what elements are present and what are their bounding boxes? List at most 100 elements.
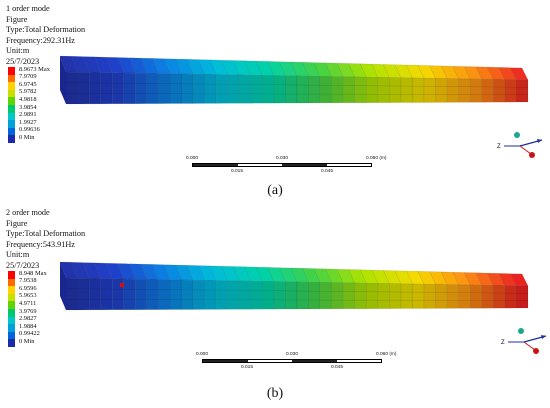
- legend-swatch: [8, 301, 15, 309]
- scale-label-015: 0.015: [241, 365, 254, 370]
- legend-label: 3.9854: [19, 103, 37, 111]
- axis-y-line: [519, 145, 532, 155]
- legend-label: 7.9538: [19, 277, 37, 285]
- legend-label: 0 Min: [19, 133, 35, 141]
- scale-label-015: 0.015: [231, 169, 244, 174]
- beam-front-face-segment: [446, 78, 459, 103]
- date-label: 25/7/2023: [6, 260, 40, 270]
- beam-mesh-line: [65, 299, 529, 301]
- beam-front-face-segment: [470, 284, 482, 309]
- beam-front-face-segment: [227, 280, 240, 310]
- beam-front-face-segment: [88, 72, 101, 105]
- legend-label: 6.9745: [19, 80, 37, 88]
- beam-front-face-segment: [423, 78, 436, 103]
- deformation-beam-contour: [60, 55, 529, 105]
- scale-label-0: 0.000: [186, 156, 199, 161]
- beam-front-face-segment: [516, 79, 529, 103]
- legend-row: 2.9891: [8, 111, 88, 121]
- beam-front-face-segment: [123, 72, 136, 104]
- mode-panel-a: 1 order mode Figure Type:Total Deformati…: [0, 0, 550, 178]
- legend-row: 6.9745: [8, 80, 88, 90]
- beam-front-face-segment: [65, 71, 78, 105]
- beam-front-face-segment: [354, 282, 367, 309]
- beam-front-face-segment: [250, 75, 263, 104]
- beam-front-face-segment: [319, 76, 332, 104]
- unit-label: Unit:m: [6, 250, 30, 260]
- beam-front-face-segment: [77, 278, 90, 311]
- scale-label-030: 0.030: [286, 352, 299, 357]
- beam-front-face-segment: [158, 279, 171, 310]
- beam-front-face-segment: [493, 285, 506, 309]
- figure-label: Figure: [6, 14, 28, 24]
- beam-front-face-segment: [285, 281, 298, 310]
- legend-row: 3.9769: [8, 308, 88, 317]
- legend-label: 2.9891: [19, 111, 37, 119]
- legend-swatch: [8, 271, 15, 279]
- beam-mesh-line: [65, 82, 529, 88]
- legend-label: 6.9596: [19, 284, 37, 292]
- legend-swatch: [8, 293, 15, 302]
- beam-front-face-segment: [481, 79, 494, 103]
- beam-front-face-segment: [227, 74, 240, 104]
- legend-label: 4.9711: [19, 299, 37, 307]
- legend-label: 4.9818: [19, 95, 37, 103]
- mode-title: 2 order mode: [6, 208, 50, 217]
- legend-label: 0.99636: [19, 126, 40, 134]
- frequency-value: Frequency:292.31Hz: [6, 35, 75, 45]
- beam-front-face-segment: [366, 283, 379, 309]
- scale-label-045: 0.045: [321, 169, 334, 174]
- beam-front-face-segment: [146, 73, 159, 104]
- legend-swatch: [8, 97, 15, 105]
- legend-row: 1.9927: [8, 119, 88, 128]
- axis-x-arrow: [541, 335, 546, 339]
- beam-front-face-segment: [377, 77, 390, 103]
- beam-front-face-segment: [308, 282, 321, 310]
- beam-front-face-segment: [192, 280, 205, 310]
- beam-front-face-segment: [435, 78, 448, 103]
- unit-label: Unit:m: [6, 46, 30, 56]
- beam-front-face-segment: [204, 74, 217, 104]
- beam-front-face-segment: [400, 77, 413, 103]
- beam-front-face-segment: [493, 79, 506, 103]
- beam-front-face-segment: [181, 279, 194, 310]
- beam-front-face-segment: [239, 280, 251, 310]
- scale-bar-graphic: [202, 359, 382, 363]
- legend-label: 8.9673 Max: [19, 65, 50, 73]
- beam-front-face-segment: [192, 74, 205, 104]
- beam-front-face-segment: [331, 76, 344, 104]
- legend-swatch: [8, 286, 15, 294]
- beam-front-face-segment: [400, 283, 413, 309]
- axis-y-line: [523, 341, 536, 351]
- beam-front-face-segment: [215, 280, 228, 310]
- beam-front-face-segment: [65, 277, 78, 311]
- figure-label: Figure: [6, 218, 28, 228]
- legend-label: 8.948 Max: [19, 269, 47, 277]
- legend-swatch: [8, 339, 15, 347]
- beam-front-face-segment: [181, 73, 194, 104]
- legend-row: 8.9673 Max: [8, 65, 88, 75]
- legend-row: 1.9884: [8, 322, 88, 332]
- beam-front-face-segment: [504, 79, 517, 103]
- legend-label: 1.9884: [19, 322, 37, 330]
- legend-swatch: [8, 127, 15, 136]
- beam-front-face-segment: [423, 284, 436, 309]
- beam-front-face-segment: [470, 78, 482, 103]
- beam-front-face-segment: [504, 285, 517, 309]
- legend-label: 7.9709: [19, 73, 37, 81]
- legend-row: 2.9827: [8, 315, 88, 325]
- legend-row: 7.9538: [8, 277, 88, 287]
- beam-front-face-segment: [135, 73, 147, 104]
- beam-front-face-segment: [458, 78, 471, 103]
- legend-row: 6.9596: [8, 284, 88, 294]
- result-type: Type:Total Deformation: [6, 25, 86, 35]
- coordinate-axis-triad: Z: [501, 328, 547, 354]
- beam-front-face-segment: [366, 77, 379, 103]
- legend-row: 0 Min: [8, 338, 88, 347]
- legend-row: 5.9653: [8, 292, 88, 302]
- legend-label: 2.9827: [19, 315, 37, 323]
- legend-label: 5.9653: [19, 292, 37, 300]
- axis-y-ball: [533, 348, 539, 354]
- scale-bar-graphic: [192, 163, 372, 167]
- legend-label: 0.99422: [19, 330, 40, 338]
